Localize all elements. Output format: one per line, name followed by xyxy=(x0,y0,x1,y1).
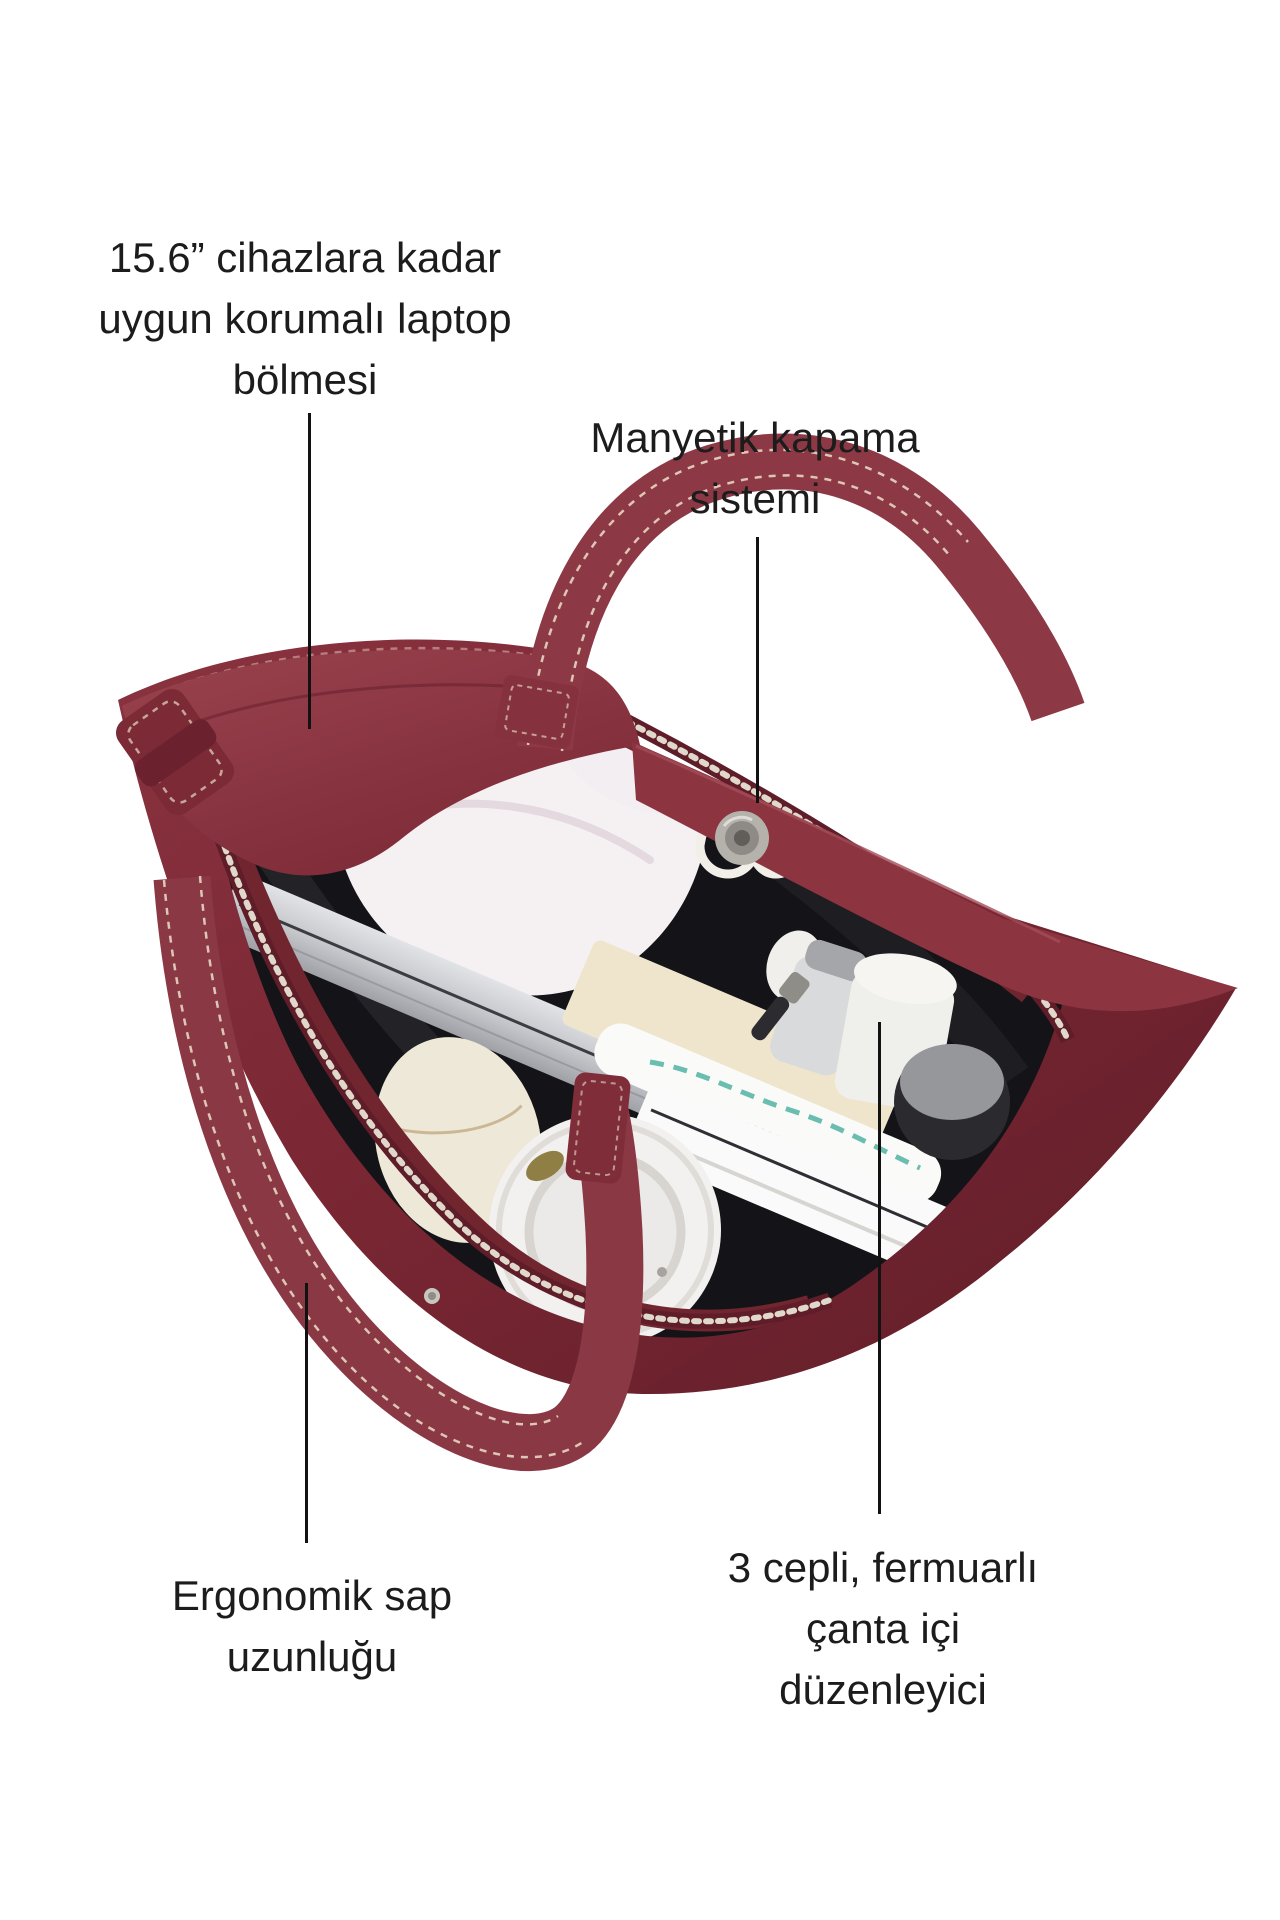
callout-line-organizer xyxy=(878,1022,881,1514)
annotation-text-line: çanta içi xyxy=(805,1605,961,1652)
annotation-text-line: 15.6” cihazlara kadar xyxy=(108,234,502,281)
callout-line-laptop-compartment xyxy=(308,413,311,729)
annotation-handle-length: Ergonomik sap uzunluğu xyxy=(112,1565,512,1687)
annotation-text-line: Manyetik kapama xyxy=(590,414,920,461)
handle-attachment-patch xyxy=(495,674,579,750)
annotation-text-line: düzenleyici xyxy=(779,1666,987,1713)
annotation-text-line: 3 cepli, fermuarlı xyxy=(727,1544,1039,1591)
annotation-text-line: sistemi xyxy=(689,475,821,522)
cosmetic-bottles xyxy=(766,930,1010,1160)
snap-flap xyxy=(632,742,1238,1012)
annotation-organizer: 3 cepli, fermuarlı çanta içi düzenleyici xyxy=(683,1537,1083,1720)
annotation-text-line: bölmesi xyxy=(232,356,378,403)
callout-line-handle-length xyxy=(305,1283,308,1543)
annotation-text-line: Ergonomik sap xyxy=(171,1572,453,1619)
magnetic-snap xyxy=(715,811,769,865)
zipper-pull xyxy=(751,971,810,1041)
front-strap-tab xyxy=(565,1072,631,1184)
rivet xyxy=(424,1288,440,1304)
top-handle xyxy=(495,433,1085,752)
annotation-magnetic-closure: Manyetik kapama sistemi xyxy=(555,407,955,529)
annotation-text-line: uygun korumalı laptop xyxy=(98,295,512,342)
side-strap-knot xyxy=(116,689,234,815)
callout-line-magnetic-closure xyxy=(756,537,759,803)
annotation-laptop-compartment: 15.6” cihazlara kadar uygun korumalı lap… xyxy=(45,227,565,410)
annotation-text-line: uzunluğu xyxy=(226,1633,398,1680)
bottom-handle xyxy=(153,875,644,1471)
